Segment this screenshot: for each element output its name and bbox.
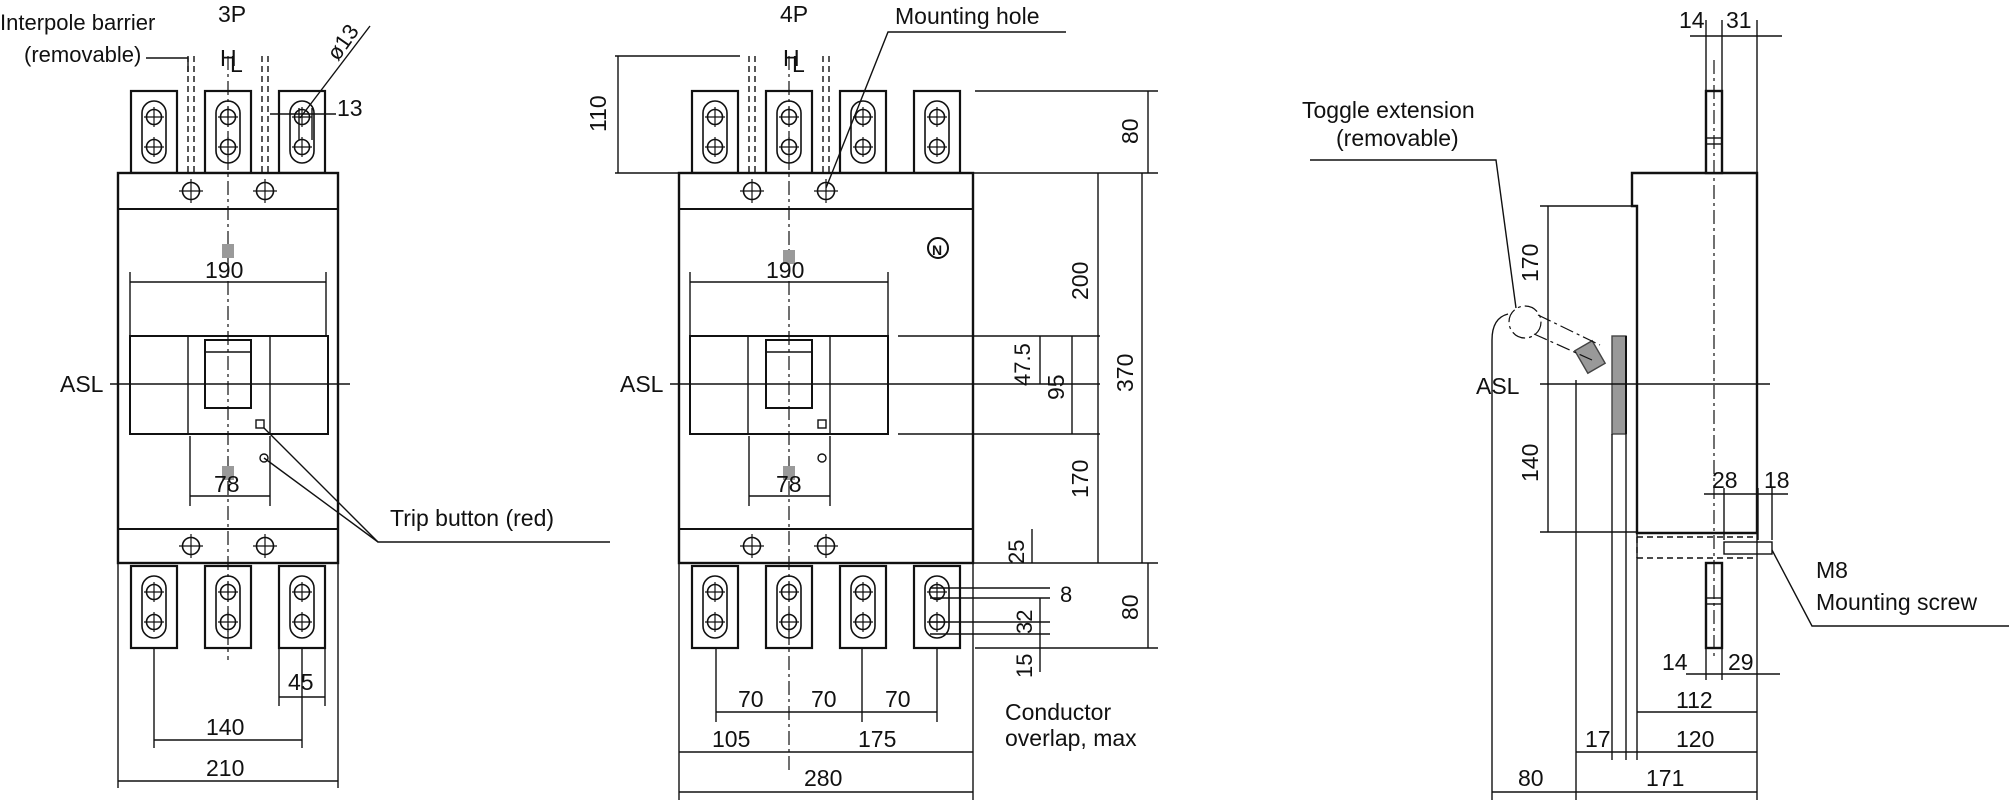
dim-4p-110: 110 [585, 95, 611, 132]
callout-interpole-barrier-line2: (removable) [24, 42, 141, 67]
view-3p-title: 3P [218, 1, 246, 27]
dim-4p-170: 170 [1067, 460, 1093, 498]
dim-4p-200: 200 [1067, 262, 1093, 300]
dim-4p-80-bottom: 80 [1117, 594, 1143, 620]
callout-m8: M8 [1816, 557, 1848, 583]
dim-side-140: 140 [1517, 444, 1543, 482]
callout-h-3p: H [220, 45, 237, 71]
terminal-4p-top-3 [838, 89, 888, 175]
dim-side-80: 80 [1518, 765, 1544, 791]
terminal-3p-top-3 [277, 89, 327, 175]
terminal-4p-bottom-4 [912, 564, 962, 650]
dim-4p-25: 25 [1004, 540, 1029, 564]
dim-3p-45: 45 [288, 669, 314, 695]
dim-side-120: 120 [1676, 726, 1714, 752]
dim-4p-78: 78 [776, 471, 802, 497]
terminal-4p-bottom-3 [838, 564, 888, 650]
callout-trip-button: Trip button (red) [390, 505, 554, 531]
callout-h-4p: H [783, 45, 800, 71]
mounting-screw-side [1723, 541, 1773, 555]
callout-asl-side: ASL [1476, 373, 1520, 399]
callout-interpole-barrier-line1: Interpole barrier [0, 10, 155, 35]
neutral-symbol [927, 237, 949, 259]
dim-side-17: 17 [1585, 726, 1611, 752]
dim-side-171: 171 [1646, 765, 1684, 791]
escutcheon-side [1611, 335, 1627, 435]
terminal-4p-bottom-1 [690, 564, 740, 650]
dim-side-18: 18 [1764, 467, 1790, 493]
terminal-3p-top-1 [129, 89, 179, 175]
dim-3p-13: 13 [337, 95, 363, 121]
dim-side-28: 28 [1712, 467, 1738, 493]
dim-4p-105: 105 [712, 726, 750, 752]
terminal-3p-bottom-3 [277, 564, 327, 650]
dim-4p-70-b: 70 [811, 686, 837, 712]
callout-mounting-screw: Mounting screw [1816, 589, 1977, 615]
callout-toggle-line1: Toggle extension [1302, 97, 1475, 123]
dim-side-14-top: 14 [1679, 7, 1705, 33]
dim-4p-370: 370 [1112, 354, 1138, 392]
dim-3p-210: 210 [206, 755, 244, 781]
dim-4p-32: 32 [1012, 610, 1037, 634]
callout-asl-4p: ASL [620, 371, 664, 397]
breaker-body-side [1630, 171, 1759, 535]
callout-l-3p: L [230, 51, 243, 77]
dim-4p-280: 280 [804, 765, 842, 791]
dim-4p-70-a: 70 [738, 686, 764, 712]
dim-3p-78: 78 [214, 471, 240, 497]
dim-4p-80-top: 80 [1117, 118, 1143, 144]
dim-side-170: 170 [1517, 244, 1543, 282]
dim-4p-190: 190 [766, 257, 804, 283]
dim-side-112: 112 [1676, 687, 1713, 713]
dim-4p-95: 95 [1043, 374, 1069, 400]
view-4p: 4P N [585, 1, 1158, 800]
dim-4p-8: 8 [1060, 582, 1072, 607]
terminal-3p-bottom-1 [129, 564, 179, 650]
dim-side-31: 31 [1726, 7, 1752, 33]
callout-mounting-hole: Mounting hole [895, 3, 1040, 29]
view-3p: 3P [0, 1, 610, 788]
dim-3p-140: 140 [206, 714, 244, 740]
dim-4p-175: 175 [858, 726, 896, 752]
toggle-handle-side [1573, 339, 1607, 375]
dim-side-29: 29 [1728, 649, 1754, 675]
terminal-4p-top-1 [690, 89, 740, 175]
callout-conductor-line2: overlap, max [1005, 725, 1137, 751]
view-4p-title: 4P [780, 1, 808, 27]
dim-side-14-bottom: 14 [1662, 649, 1688, 675]
neutral-label: N [932, 242, 942, 258]
dim-3p-190: 190 [205, 257, 243, 283]
dim-4p-15: 15 [1012, 654, 1037, 678]
callout-asl-3p: ASL [60, 371, 104, 397]
trip-button-3p [255, 419, 265, 429]
callout-conductor-line1: Conductor [1005, 699, 1111, 725]
callout-toggle-line2: (removable) [1336, 125, 1459, 151]
callout-l-4p: L [792, 51, 805, 77]
dim-4p-70-c: 70 [885, 686, 911, 712]
toggle-extension [1508, 305, 1542, 339]
dim-4p-47-5: 47.5 [1010, 343, 1035, 386]
terminal-4p-top-4 [912, 89, 962, 175]
breaker-body-4p [677, 171, 975, 565]
trip-button-4p [817, 419, 827, 429]
view-side: 14 31 Toggle extension (removable) 170 1… [1302, 7, 2009, 800]
